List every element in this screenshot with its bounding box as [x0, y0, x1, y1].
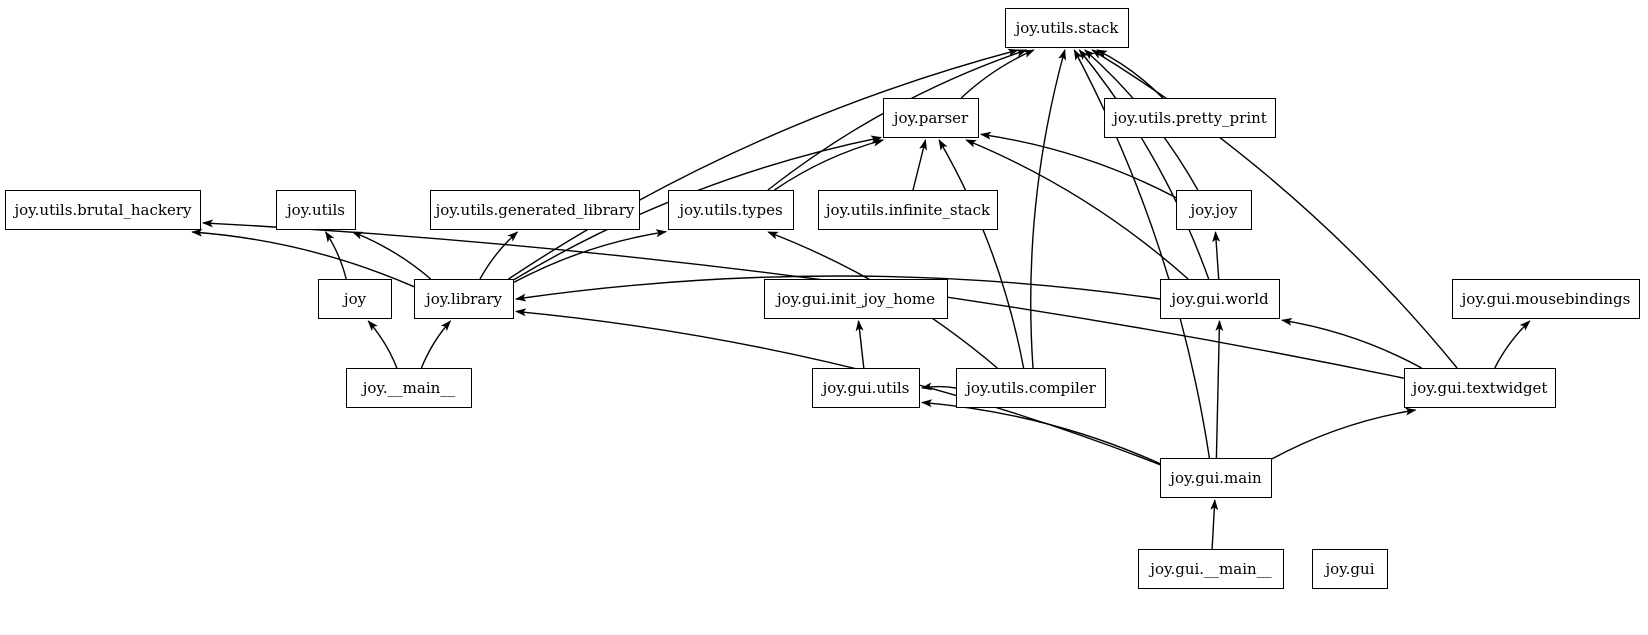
graph-node-joy-utils-brutal-hackery[interactable]: joy.utils.brutal_hackery	[5, 190, 201, 230]
graph-node-label: joy.utils.brutal_hackery	[14, 200, 192, 219]
graph-node-joy-gui-world[interactable]: joy.gui.world	[1160, 279, 1280, 319]
graph-node-label: joy.utils.generated_library	[435, 200, 635, 219]
graph-edge	[325, 231, 347, 280]
graph-node-label: joy.gui.__main__	[1150, 559, 1272, 578]
graph-edge	[351, 231, 432, 280]
graph-node-label: joy	[343, 289, 367, 308]
graph-node-label: joy.gui.mousebindings	[1461, 289, 1631, 308]
graph-edge	[921, 382, 957, 391]
graph-edge	[1210, 499, 1219, 550]
graph-edge	[508, 48, 1019, 280]
graph-edge	[1030, 49, 1067, 369]
graph-node-joy-gui-init-joy-home[interactable]: joy.gui.init_joy_home	[764, 279, 948, 319]
graph-node-label: joy.utils.pretty_print	[1113, 108, 1267, 127]
graph-node-joy-utils-compiler[interactable]: joy.utils.compiler	[956, 368, 1106, 408]
graph-node-label: joy.gui.utils	[822, 378, 910, 397]
graph-node-label: joy.gui.textwidget	[1412, 378, 1548, 397]
graph-edge	[980, 131, 1177, 199]
graph-node-label: joy.joy	[1190, 200, 1238, 219]
graph-node-joy-main[interactable]: joy.__main__	[346, 368, 472, 408]
graph-node-joy-utils[interactable]: joy.utils	[276, 190, 356, 230]
graph-node-joy-parser[interactable]: joy.parser	[883, 98, 979, 138]
graph-node-joy-gui[interactable]: joy.gui	[1312, 549, 1388, 589]
graph-edge	[960, 49, 1035, 99]
graph-node-joy-utils-infinite-stack[interactable]: joy.utils.infinite_stack	[818, 190, 998, 230]
graph-edge	[1212, 231, 1221, 280]
graph-edge	[855, 320, 865, 369]
graph-node-label: joy.utils.compiler	[966, 378, 1096, 397]
graph-edge	[1494, 320, 1531, 369]
graph-node-label: joy.gui.init_joy_home	[777, 289, 935, 308]
graph-node-label: joy.parser	[893, 108, 969, 127]
graph-node-joy-utils-generated-library[interactable]: joy.utils.generated_library	[430, 190, 640, 230]
graph-edge	[420, 320, 452, 369]
graph-node-label: joy.library	[426, 289, 502, 308]
graph-node-label: joy.gui.world	[1171, 289, 1269, 308]
graph-edge	[938, 139, 1025, 369]
graph-edge	[367, 320, 398, 369]
graph-node-joy-gui-utils[interactable]: joy.gui.utils	[812, 368, 920, 408]
graph-edge	[1271, 407, 1417, 460]
graph-node-joy[interactable]: joy	[318, 279, 392, 319]
graph-edge	[912, 139, 927, 191]
graph-edge	[479, 231, 519, 280]
graph-node-label: joy.gui.main	[1170, 468, 1262, 487]
graph-node-joy-gui-textwidget[interactable]: joy.gui.textwidget	[1404, 368, 1556, 408]
graph-node-label: joy.utils.types	[679, 200, 783, 219]
graph-edge	[774, 138, 885, 191]
graph-node-label: joy.__main__	[362, 378, 456, 397]
graph-node-joy-library[interactable]: joy.library	[414, 279, 514, 319]
graph-node-joy-gui-main[interactable]: joy.gui.main	[1160, 458, 1272, 498]
graph-node-joy-gui-main[interactable]: joy.gui.__main__	[1138, 549, 1284, 589]
graph-node-joy-utils-stack[interactable]: joy.utils.stack	[1005, 8, 1129, 48]
graph-node-joy-joy[interactable]: joy.joy	[1176, 190, 1252, 230]
graph-node-label: joy.utils	[287, 200, 345, 219]
graph-edge	[1096, 49, 1164, 99]
graph-node-label: joy.utils.stack	[1015, 18, 1119, 37]
graph-node-joy-gui-mousebindings[interactable]: joy.gui.mousebindings	[1452, 279, 1640, 319]
graph-edge	[965, 139, 1189, 280]
graph-edge	[921, 399, 1161, 465]
graph-node-label: joy.gui	[1325, 559, 1375, 578]
graph-edge	[1078, 49, 1210, 280]
graph-edge	[513, 229, 667, 283]
graph-node-joy-utils-pretty-print[interactable]: joy.utils.pretty_print	[1104, 98, 1276, 138]
graph-node-joy-utils-types[interactable]: joy.utils.types	[668, 190, 794, 230]
graph-edge	[1281, 317, 1422, 369]
graph-edge	[1215, 320, 1224, 459]
graph-node-label: joy.utils.infinite_stack	[825, 200, 991, 219]
